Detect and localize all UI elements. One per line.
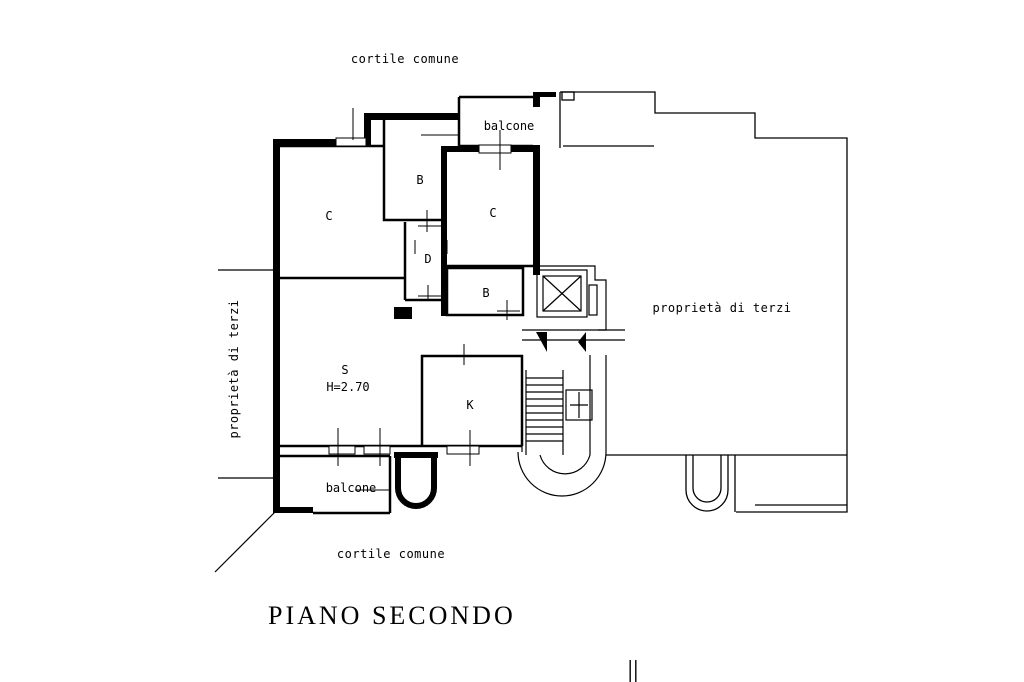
room-s-height-label: H=2.70 xyxy=(326,380,369,394)
proprieta-left-label: proprietà di terzi xyxy=(227,299,241,438)
room-d-label: D xyxy=(424,252,431,266)
cortile-top-label: cortile comune xyxy=(351,52,459,66)
balcony-arch-cap xyxy=(394,452,438,458)
neighbour-property-outline xyxy=(559,91,848,513)
room-c-left-label: C xyxy=(325,209,332,223)
exterior-walls xyxy=(273,92,556,513)
balcone-bottom-label: balcone xyxy=(326,481,377,495)
stair-door-leaves xyxy=(536,332,586,352)
balcone-top-label: balcone xyxy=(484,119,535,133)
proprieta-right-label: proprietà di terzi xyxy=(652,301,791,315)
room-s-label: S xyxy=(341,363,348,377)
floor-title: PIANO SECONDO xyxy=(268,601,516,630)
interior-walls xyxy=(280,95,533,515)
page-marker: || xyxy=(627,656,638,682)
tick-marks xyxy=(418,225,520,312)
windows xyxy=(328,137,512,455)
balcony-arch xyxy=(395,458,437,509)
door-marks xyxy=(337,108,508,491)
room-b-top-label: B xyxy=(416,173,423,187)
cortile-bottom-label: cortile comune xyxy=(337,547,445,561)
room-b-small-label: B xyxy=(482,286,489,300)
stairwell xyxy=(517,265,625,497)
room-k-label: K xyxy=(466,398,474,412)
property-lines xyxy=(214,269,276,573)
room-c-right-label: C xyxy=(489,206,496,220)
